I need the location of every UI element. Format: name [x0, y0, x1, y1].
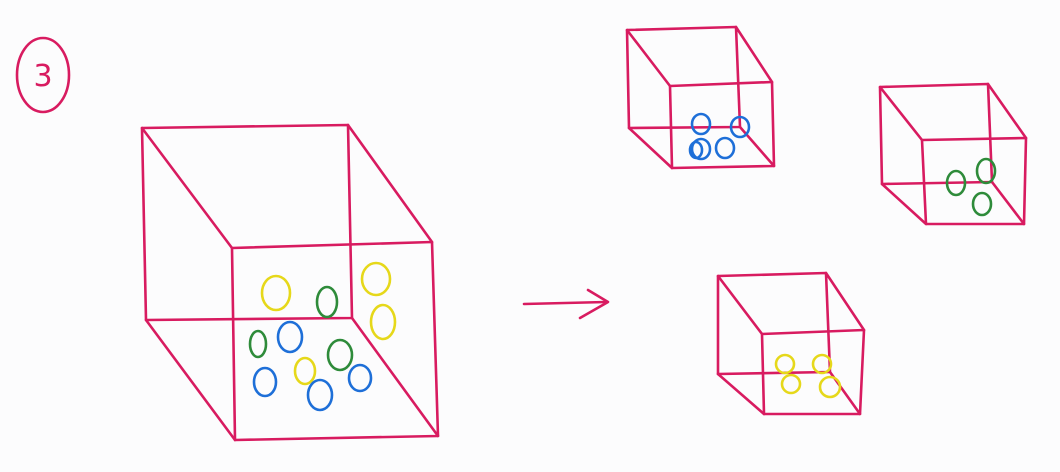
source-box-edge-tl [140, 126, 234, 250]
sorted-box-green-back-face [878, 82, 994, 186]
sorted-blue-ball [690, 112, 712, 136]
sorted-box-yellow-edges [716, 271, 866, 416]
sorted-box-green-balls [945, 157, 997, 217]
arrow-head [578, 288, 610, 320]
source-blue-ball [252, 366, 278, 398]
source-yellow-ball [369, 303, 397, 341]
sorted-green-ball [971, 191, 993, 217]
arrow-shaft [522, 300, 608, 306]
sorted-box-blue-front-face [668, 80, 776, 170]
source-box-edge-bl [144, 318, 237, 442]
sorted-box-blue-balls [688, 112, 751, 161]
source-yellow-ball [260, 274, 292, 312]
source-box-balls [248, 261, 397, 412]
source-yellow-ball [360, 261, 392, 297]
source-green-ball [326, 338, 354, 372]
sorted-yellow-ball [811, 353, 833, 375]
sorted-blue-ball [714, 136, 736, 160]
sorted-green-ball [975, 157, 997, 185]
sorted-yellow-ball [818, 375, 842, 399]
sorted-box-yellow [716, 271, 866, 416]
sorted-blue-ball [690, 137, 712, 161]
source-blue-ball [306, 378, 334, 412]
source-green-ball [248, 329, 268, 359]
sorted-box-green [878, 82, 1028, 226]
sorted-box-blue-back-face [625, 25, 742, 130]
sorted-blue-ball [688, 140, 704, 160]
source-blue-ball [276, 320, 304, 354]
source-blue-ball [347, 363, 373, 393]
source-yellow-ball [293, 356, 317, 386]
sorted-yellow-ball [780, 373, 802, 395]
sorted-box-green-edges [878, 82, 1028, 226]
source-green-ball [315, 285, 339, 319]
sorted-blue-ball [729, 115, 751, 139]
source-box-edge-tr [346, 123, 434, 244]
sorted-box-blue-edges [625, 25, 776, 170]
sorted-box-blue [625, 25, 776, 170]
source-box-edge-br [350, 316, 440, 438]
sorted-box-yellow-balls [774, 353, 842, 399]
source-box [140, 123, 440, 442]
step-badge-circle [15, 36, 71, 114]
right-arrow [522, 288, 610, 320]
sorted-green-ball [945, 169, 967, 197]
sorted-yellow-ball [774, 353, 796, 375]
step-badge: 3 [15, 36, 71, 114]
step-number: 3 [33, 59, 52, 94]
